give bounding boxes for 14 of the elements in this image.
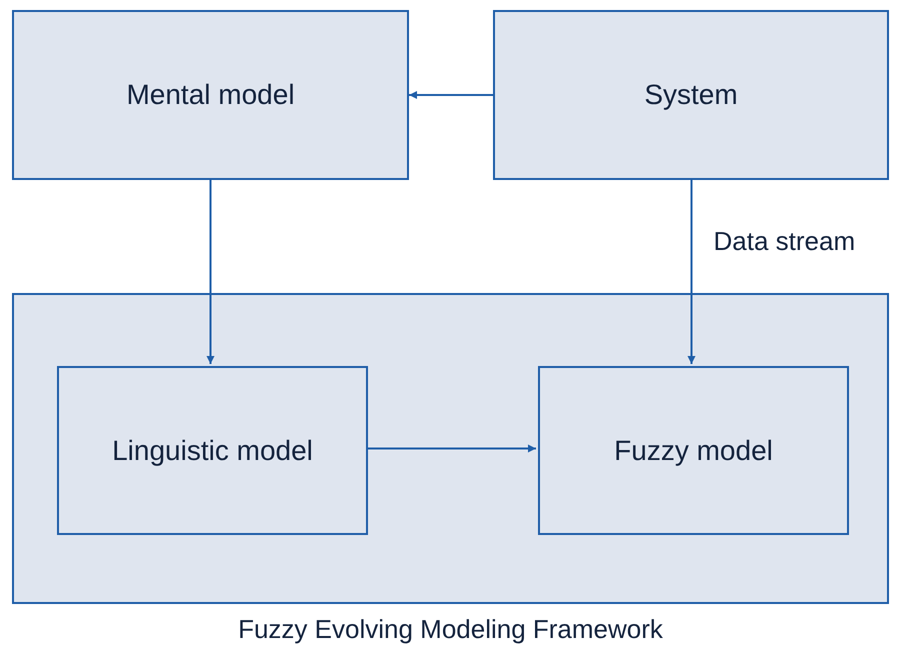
arrow — [366, 444, 536, 452]
box-label: System — [644, 79, 738, 111]
box-label: Fuzzy model — [614, 434, 773, 466]
process-box — [538, 366, 849, 535]
arrow — [688, 180, 696, 364]
framework-panel — [12, 293, 889, 604]
process-box — [493, 10, 889, 180]
arrow — [409, 91, 493, 99]
box-label: Mental model — [126, 79, 295, 111]
arrow — [206, 180, 214, 364]
process-box — [57, 366, 368, 535]
box-label: Linguistic model — [112, 434, 313, 466]
process-box — [12, 10, 409, 180]
framework-caption: Fuzzy Evolving Modeling Framework — [238, 614, 663, 645]
